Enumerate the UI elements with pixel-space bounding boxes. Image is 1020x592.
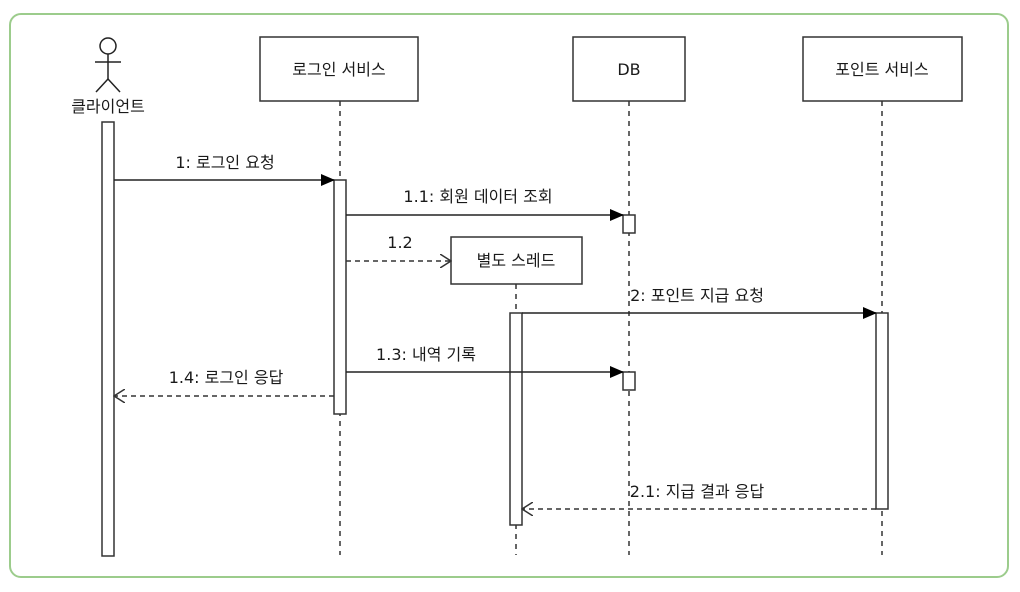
message-1-1: 1.1: 회원 데이터 조회	[346, 187, 624, 221]
diagram-frame	[9, 13, 1009, 578]
participant-point-service: 포인트 서비스	[802, 36, 963, 102]
actor-client: 클라이언트	[71, 37, 145, 116]
message-1: 1: 로그인 요청	[114, 153, 335, 186]
actor-label: 클라이언트	[71, 97, 145, 116]
participant-login-service: 로그인 서비스	[259, 36, 419, 102]
activation-point-service	[875, 312, 889, 510]
participant-label: DB	[617, 60, 640, 79]
participant-label: 로그인 서비스	[292, 60, 385, 79]
message-2: 2: 포인트 지급 요청	[522, 286, 877, 319]
message-label: 1: 로그인 요청	[175, 153, 274, 172]
activation-db-1	[622, 214, 636, 234]
message-label: 1.4: 로그인 응답	[169, 368, 284, 387]
stick-figure-icon	[95, 37, 121, 93]
message-1-3: 1.3: 내역 기록	[346, 345, 624, 378]
message-1-4: 1.4: 로그인 응답	[114, 368, 334, 396]
message-label: 2.1: 지급 결과 응답	[630, 482, 765, 501]
message-label: 1.3: 내역 기록	[376, 345, 476, 364]
participant-label: 별도 스레드	[477, 251, 556, 270]
participant-thread: 별도 스레드	[450, 236, 583, 285]
message-label: 2: 포인트 지급 요청	[630, 286, 764, 305]
activation-db-2	[622, 371, 636, 391]
message-2-1: 2.1: 지급 결과 응답	[522, 482, 876, 509]
activation-login-service	[333, 179, 347, 415]
message-1-2: 1.2	[346, 233, 451, 261]
activation-client	[101, 121, 115, 557]
message-label: 1.2	[387, 233, 412, 252]
activation-thread	[509, 312, 523, 526]
participant-label: 포인트 서비스	[835, 60, 928, 79]
participant-db: DB	[572, 36, 686, 102]
message-label: 1.1: 회원 데이터 조회	[403, 187, 552, 206]
